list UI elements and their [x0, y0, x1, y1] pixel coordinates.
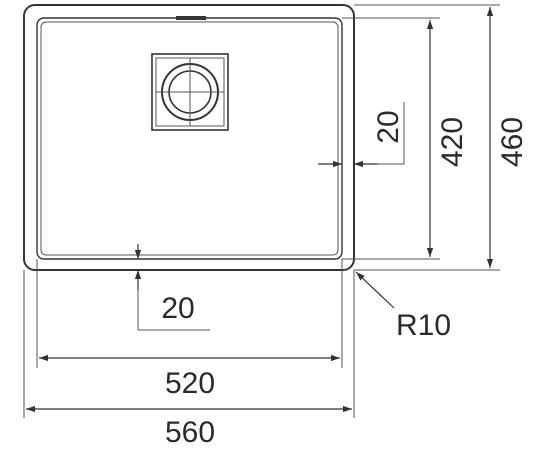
sink-bowl-inner-line — [40, 21, 339, 256]
leader-corner-radius — [355, 271, 395, 309]
drain-icon — [151, 53, 229, 131]
dim-outer-depth: 460 — [496, 117, 529, 167]
dim-outer-width: 560 — [165, 416, 215, 449]
dim-inner-width: 520 — [165, 367, 215, 400]
dim-side-rim: 20 — [372, 110, 405, 143]
overflow-slot — [176, 16, 206, 20]
dim-inner-depth: 420 — [436, 117, 469, 167]
dim-corner-radius: R10 — [396, 309, 451, 342]
dim-front-rim: 20 — [161, 292, 194, 325]
sink-outer-outline — [23, 4, 355, 271]
